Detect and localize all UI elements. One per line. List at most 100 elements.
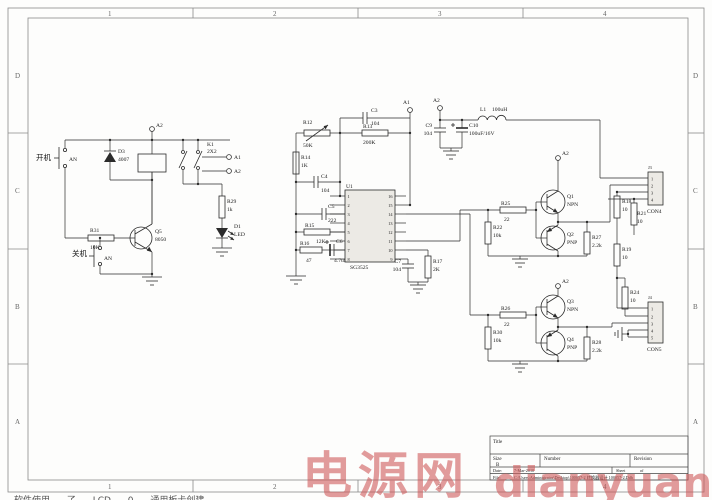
watermark-cn: 电源网 — [302, 447, 470, 500]
ic-u1-sg3525: U1 SG3525 1 2 3 4 5 6 7 8 16 15 14 13 12 — [330, 184, 410, 271]
power-switch-section: 开机 AN A2 D3 4007 — [36, 123, 245, 286]
j3-ref: J3 — [648, 165, 652, 170]
c5-value: 222 — [328, 218, 337, 224]
r25-value: 22 — [504, 217, 510, 223]
watermark-latin: dianyuan.com — [494, 458, 712, 500]
r14-value: 1K — [301, 163, 308, 169]
c6-value: 4.7uf — [334, 257, 346, 264]
frame-row-a-left: A — [15, 418, 20, 426]
j3-value: CON4 — [647, 209, 662, 215]
r31-ref: R31 — [90, 228, 100, 234]
a1-terminal: A1 — [403, 100, 413, 207]
q2-value: PNP — [567, 240, 577, 246]
ground-c7-r17 — [408, 281, 428, 294]
resistor-r16: R16 47 — [296, 241, 330, 264]
u1-pin-16: 16 — [388, 194, 393, 199]
u1-pin-2: 2 — [348, 203, 350, 208]
r26-ref: R26 — [501, 306, 511, 312]
k1-value: 2X2 — [207, 149, 217, 155]
resistor-r28: R28 2.2k — [583, 325, 602, 361]
resistor-r25: R25 22 — [499, 201, 536, 223]
r13-ref: R13 — [363, 124, 373, 130]
j4-pin-5: 5 — [651, 336, 653, 341]
ground-left-rail — [286, 275, 306, 285]
r18-ref: R18 — [622, 199, 632, 205]
r22-ref: R22 — [493, 225, 503, 231]
u1-pin-4: 4 — [348, 221, 351, 226]
titleblock-date-value: 7-Mar-2010 — [514, 468, 534, 473]
a1-terminal-label: A1 — [403, 100, 410, 106]
c9-value: 104 — [424, 131, 433, 137]
r17-value: 2K — [433, 267, 440, 273]
ground-lower-pair — [512, 361, 528, 373]
titleblock-date-label: Date: — [493, 468, 502, 473]
q5-ref: Q5 — [155, 229, 162, 235]
frame-col-3-bottom: 3 — [438, 483, 442, 491]
r15-value: 12K — [316, 239, 326, 245]
ground-upper-pair — [512, 256, 528, 268]
r12-value: 50K — [303, 143, 313, 149]
led-d1: D1 LED — [216, 224, 245, 248]
inductor-l1: L1 100uH — [477, 107, 600, 121]
a2-q1-label: A2 — [562, 151, 569, 157]
u1-pin-9: 9 — [390, 257, 392, 262]
frame-row-d-right: D — [693, 72, 698, 80]
resistor-r26: R26 22 — [499, 306, 536, 328]
r28-ref: R28 — [592, 340, 602, 346]
resistor-r30: R30 10k — [484, 315, 503, 361]
q1-ref: Q1 — [567, 194, 574, 200]
titleblock-revision-label: Revision — [634, 457, 652, 462]
r25-ref: R25 — [501, 201, 511, 207]
r22-value: 10k — [493, 233, 502, 239]
r31-value: 10K — [90, 245, 100, 251]
j3-pin-4: 4 — [651, 198, 654, 203]
frame-col-1-bottom: 1 — [108, 483, 112, 491]
j4-ref: J4 — [648, 295, 653, 300]
connector-j4-con5: 1 2 3 4 5 J4 CON5 — [647, 295, 664, 353]
c10-value: 100uF/16V — [469, 131, 495, 137]
d1-ref: D1 — [234, 224, 241, 230]
relay-a2-label: A2 — [234, 169, 241, 175]
resistor-r18: R18 10 — [613, 190, 632, 244]
d3-ref: D3 — [118, 149, 125, 155]
u1-pin-15: 15 — [388, 203, 392, 208]
ground-led — [212, 247, 232, 257]
r19-ref: R19 — [622, 247, 632, 253]
r21-value: 10 — [637, 219, 643, 225]
ground-c9-c10 — [440, 147, 462, 160]
capacitor-c10: C10 100uF/16V — [451, 120, 495, 148]
power-off-label: 关机 — [72, 248, 87, 258]
q5-value: 8050 — [155, 237, 166, 243]
u1-pin-11: 11 — [388, 239, 392, 244]
power-off-ref: AN — [104, 256, 112, 262]
capacitor-c9: C9 104 — [424, 120, 446, 148]
j4-pin-2: 2 — [651, 315, 653, 320]
j3-pin-1: 1 — [651, 177, 653, 182]
j3-pin-3: 3 — [651, 191, 653, 196]
resistor-r17: R17 2K — [406, 249, 443, 282]
u1-value: SG3525 — [350, 265, 369, 271]
a2-terminal-label: A2 — [433, 98, 440, 104]
titleblock-file-label: File: — [493, 475, 501, 480]
trimmer-r12: R12 50K — [296, 120, 340, 149]
resistor-r22: R22 10k — [484, 210, 503, 256]
c7-ref: C7 — [394, 259, 401, 265]
diode-d3: D3 4007 — [104, 140, 154, 182]
resistor-r29: R29 1k — [218, 195, 237, 228]
j4-value: CON5 — [647, 347, 662, 353]
frame-row-b-left: B — [15, 303, 20, 311]
relay-contacts-k1: K1 2X2 — [178, 140, 217, 184]
capacitor-c7: C7 104 — [393, 258, 414, 282]
r13-value: 200K — [363, 140, 375, 146]
driver-section: R25 22 R22 10k A2 Q1 NPN — [484, 120, 664, 373]
u1-pin-3: 3 — [348, 212, 350, 217]
titleblock-size-value: B — [496, 463, 500, 468]
frame-col-3-top: 3 — [438, 10, 442, 18]
ground-con5 — [614, 327, 628, 341]
transistor-q2: Q2 PNP — [536, 222, 577, 256]
drawing-frame: 1 2 3 4 1 2 3 4 D C B A D C B A — [7, 7, 705, 493]
j4-pin-4: 4 — [651, 329, 654, 334]
c5-ref: C5 — [328, 204, 335, 210]
resistor-r24: R24 10 — [615, 276, 648, 317]
